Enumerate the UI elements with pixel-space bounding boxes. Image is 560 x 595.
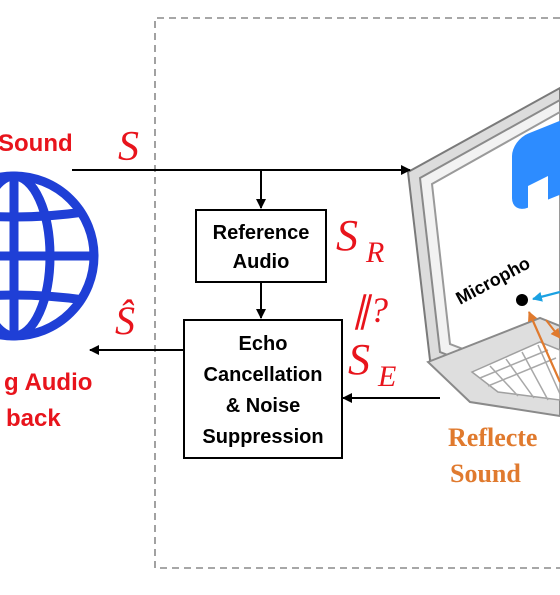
orange-arrow-2: [545, 319, 560, 339]
microphone-dot: [516, 294, 528, 306]
s-r-symbol: S: [336, 211, 358, 260]
s-e-subscript: E: [377, 360, 396, 393]
sound-label: Sound: [0, 130, 73, 157]
blue-arrow: [532, 290, 560, 302]
reflected-sound-line1: Reflecte: [448, 423, 537, 452]
s-symbol: S: [118, 124, 139, 170]
echo-line2: Cancellation: [204, 364, 323, 386]
reference-audio-line2: Audio: [233, 251, 290, 273]
s-hat-symbol: Ŝ: [115, 298, 135, 343]
s-r-subscript: R: [365, 236, 384, 269]
echo-cancellation-box: [183, 319, 343, 459]
dashed-boundary: [154, 17, 560, 569]
reflected-sound-line2: Sound: [450, 459, 521, 488]
reference-audio-box: [195, 209, 327, 283]
s-e-symbol: S: [348, 335, 370, 384]
reference-audio-line1: Reference: [213, 222, 310, 244]
echo-line3: & Noise: [226, 395, 300, 417]
compare-symbol: ∥?: [352, 290, 388, 330]
zoom-app-icon: [512, 113, 560, 210]
echo-line1: Echo: [239, 333, 288, 355]
orange-arrow: [527, 311, 560, 383]
audio-playback-line2: back: [6, 405, 61, 432]
globe-icon: [0, 171, 99, 341]
laptop-icon: [406, 86, 560, 418]
echo-line4: Suppression: [202, 426, 323, 448]
audio-playback-line1: g Audio: [4, 369, 92, 396]
